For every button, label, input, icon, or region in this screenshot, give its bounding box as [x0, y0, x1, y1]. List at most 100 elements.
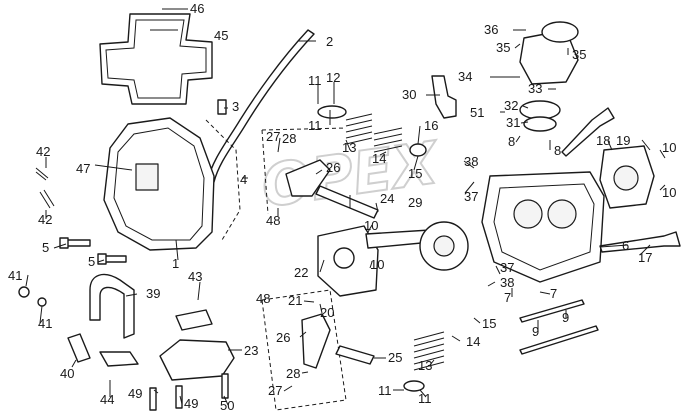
leader-lines	[25, 8, 666, 406]
callout-46: 46	[190, 1, 204, 16]
callout-28a: 28	[282, 131, 296, 146]
part-head-cover	[103, 117, 215, 251]
part-bolt-upper	[59, 237, 91, 249]
callout-32: 32	[504, 98, 518, 113]
callout-38b: 38	[500, 275, 514, 290]
callout-1: 1	[172, 256, 179, 271]
callout-10d: 10	[370, 257, 384, 272]
callout-14b: 14	[466, 334, 480, 349]
callout-30: 30	[402, 87, 416, 102]
group-48-outline	[261, 289, 347, 411]
callout-49a: 49	[128, 386, 142, 401]
callout-37a: 37	[464, 189, 478, 204]
part-bolt-49a	[149, 387, 157, 411]
part-bolt-49b	[175, 385, 183, 409]
part-valve-exhaust	[599, 231, 681, 253]
part-pin-lower	[39, 189, 55, 209]
part-cotter	[403, 380, 425, 392]
callout-34: 34	[458, 69, 472, 84]
callout-10a: 10	[364, 218, 378, 233]
callout-20: 20	[320, 305, 334, 320]
callout-6: 6	[622, 238, 629, 253]
callout-51: 51	[470, 105, 484, 120]
callout-33: 33	[528, 81, 542, 96]
callout-40: 40	[60, 366, 74, 381]
callout-35a: 35	[496, 40, 510, 55]
callout-8b: 8	[554, 143, 561, 158]
part-spring-lower	[413, 331, 445, 371]
callout-26b: 26	[276, 330, 290, 345]
part-spring-b	[373, 127, 403, 153]
part-stud-upper	[519, 299, 585, 323]
callout-25: 25	[388, 350, 402, 365]
part-clip	[217, 99, 227, 115]
part-cylinder-head	[481, 171, 605, 283]
callout-31: 31	[506, 115, 520, 130]
callout-10b: 10	[662, 140, 676, 155]
part-nut-lower	[37, 297, 47, 307]
callout-11d: 11	[418, 391, 432, 406]
part-valve-intake	[561, 107, 615, 157]
part-retainer	[317, 105, 347, 119]
callout-47: 47	[76, 161, 90, 176]
part-plate	[99, 351, 139, 367]
callout-5a: 5	[42, 240, 49, 255]
callout-13b: 13	[418, 358, 432, 373]
callout-37b: 37	[500, 260, 514, 275]
part-rocker-shaft	[315, 185, 379, 219]
callout-49b: 49	[184, 396, 198, 411]
callout-36: 36	[484, 22, 498, 37]
callout-41b: 41	[38, 316, 52, 331]
part-rocker-26	[301, 313, 331, 369]
callout-21: 21	[288, 293, 302, 308]
part-stud-lower	[519, 325, 599, 355]
callout-13a: 13	[342, 140, 356, 155]
part-ring	[175, 309, 213, 331]
callout-44: 44	[100, 392, 114, 407]
callout-16: 16	[424, 118, 438, 133]
part-seal	[409, 143, 427, 157]
part-holder	[159, 339, 235, 381]
part-spark-plug	[431, 75, 457, 119]
part-nut-upper	[18, 286, 30, 298]
part-rocker-arm	[285, 159, 331, 197]
part-spring-a	[345, 113, 373, 145]
callout-42a: 42	[36, 144, 50, 159]
part-bolt-lower	[97, 253, 127, 265]
callout-19: 19	[616, 133, 630, 148]
callout-7a: 7	[504, 290, 511, 305]
callout-28b: 28	[286, 366, 300, 381]
part-cover-boss	[135, 163, 159, 191]
callout-27b: 27	[268, 383, 282, 398]
callout-11a: 11	[308, 73, 322, 88]
callout-12: 12	[326, 70, 340, 85]
callout-18: 18	[596, 133, 610, 148]
callout-3: 3	[232, 99, 239, 114]
callout-38a: 38	[464, 154, 478, 169]
callout-17: 17	[638, 250, 652, 265]
callout-11c: 11	[378, 383, 392, 398]
part-link	[67, 333, 91, 363]
callout-26a: 26	[326, 160, 340, 175]
part-gasket-31	[523, 116, 557, 132]
part-pin-upper	[35, 167, 49, 181]
callout-11b: 11	[308, 118, 322, 133]
callout-39: 39	[146, 286, 160, 301]
callout-41a: 41	[8, 268, 22, 283]
callout-7b: 7	[550, 286, 557, 301]
callout-29: 29	[408, 195, 422, 210]
callout-45: 45	[214, 28, 228, 43]
callout-35b: 35	[572, 47, 586, 62]
callout-15b: 15	[482, 316, 496, 331]
callout-2: 2	[326, 34, 333, 49]
callout-24: 24	[380, 191, 394, 206]
callout-23: 23	[244, 343, 258, 358]
callout-15a: 15	[408, 166, 422, 181]
callout-42b: 42	[38, 212, 52, 227]
callout-50: 50	[220, 398, 234, 413]
callout-14a: 14	[372, 151, 386, 166]
callout-27a: 27	[266, 129, 280, 144]
callout-4: 4	[240, 172, 247, 187]
part-shaft-25	[335, 345, 375, 365]
